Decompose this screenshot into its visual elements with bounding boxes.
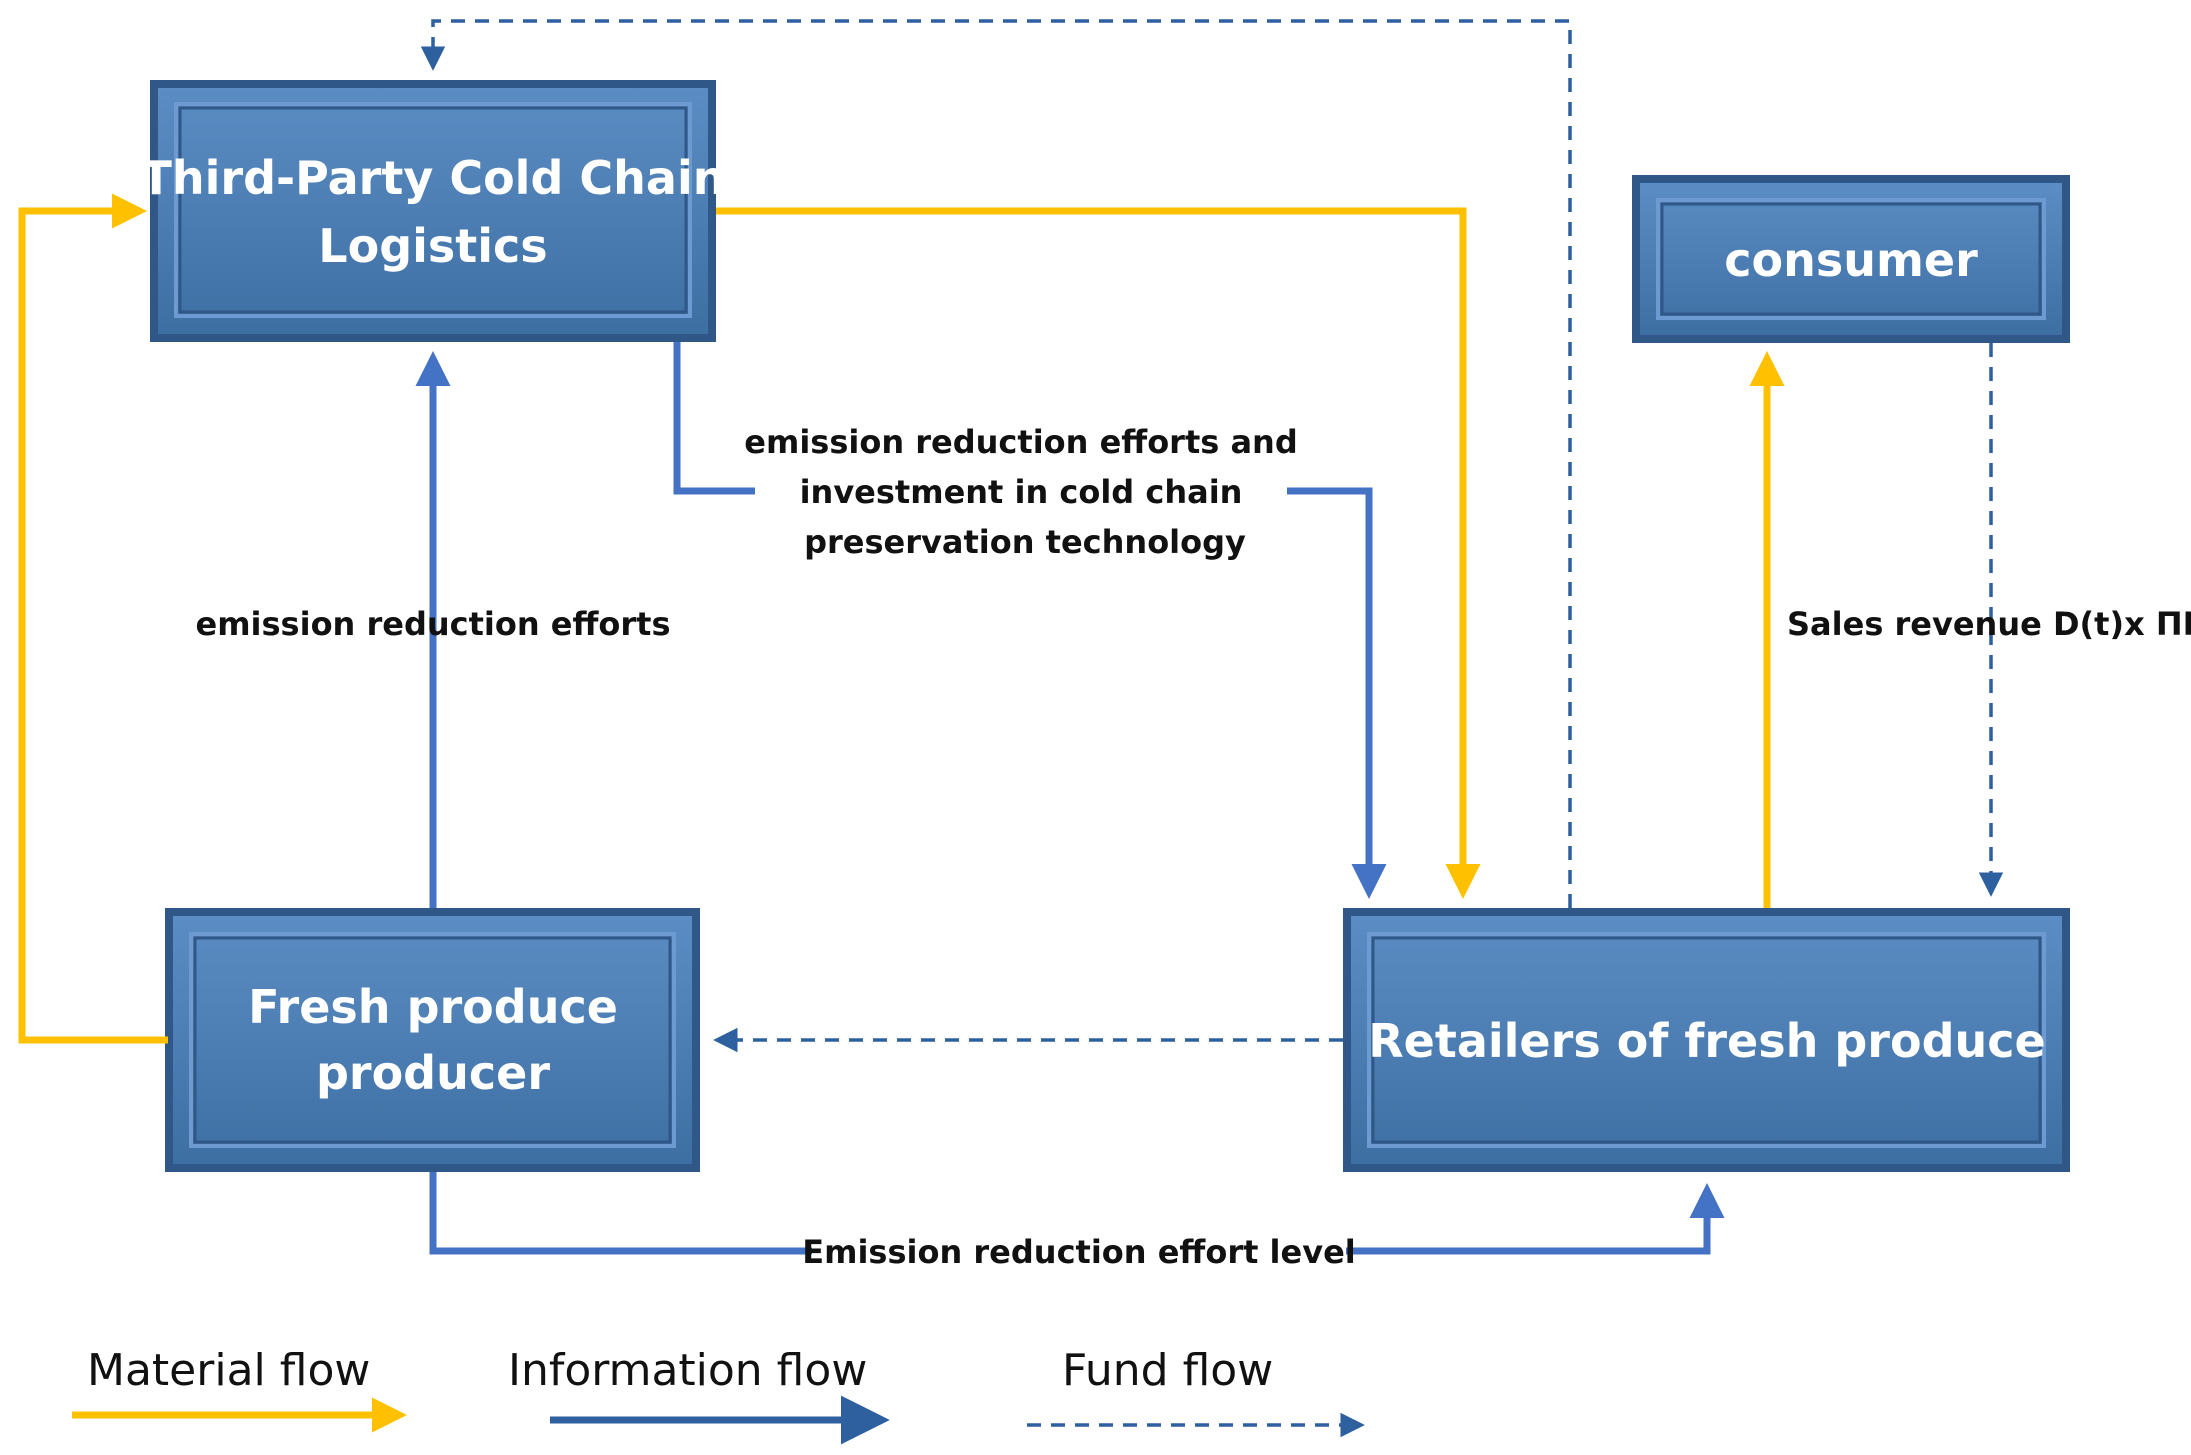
legend-fund-label: Fund flow — [1062, 1345, 1273, 1396]
edge-fund-retailer-to-logistics — [420, 19, 1572, 908]
edge-info-producer-to-retailer-left — [429, 1172, 812, 1255]
node-fresh-produce-producer: Fresh produce producer — [165, 908, 700, 1172]
node-producer-line2: producer — [316, 1046, 550, 1100]
edge-label-effort-level: Emission reduction effort level — [802, 1233, 1355, 1271]
edge-label-logistics-line1: emission reduction efforts and — [744, 423, 1297, 461]
node-consumer-label: consumer — [1724, 233, 1978, 287]
legend-information-label: Information flow — [508, 1345, 867, 1396]
node-third-party-logistics: Third-Party Cold Chain Logistics — [141, 80, 726, 342]
edge-info-logistics-to-retailer-left — [673, 342, 755, 495]
edge-info-producer-to-retailer-right — [1346, 1183, 1725, 1255]
edge-material-logistics-to-retailer — [716, 207, 1481, 899]
legend: Material flow Information flow Fund flow — [72, 1345, 1365, 1445]
edge-info-logistics-to-retailer-right — [1287, 487, 1387, 899]
node-third-party-line1: Third-Party Cold Chain — [141, 151, 726, 205]
node-consumer: consumer — [1632, 175, 2070, 343]
node-retailers: Retailers of fresh produce — [1343, 908, 2070, 1172]
edge-label-logistics-line3: preservation technology — [804, 523, 1246, 561]
node-retailers-label: Retailers of fresh produce — [1368, 1014, 2046, 1068]
node-third-party-line2: Logistics — [318, 219, 547, 273]
legend-material-label: Material flow — [87, 1345, 370, 1396]
edge-label-emission-reduction-efforts: emission reduction efforts — [195, 605, 670, 643]
node-producer-line1: Fresh produce — [248, 980, 618, 1034]
edge-label-sales-revenue: Sales revenue D(t)x ΠR — [1787, 605, 2191, 643]
edge-label-logistics-line2: investment in cold chain — [800, 473, 1243, 511]
edge-material-producer-to-logistics — [18, 193, 168, 1044]
